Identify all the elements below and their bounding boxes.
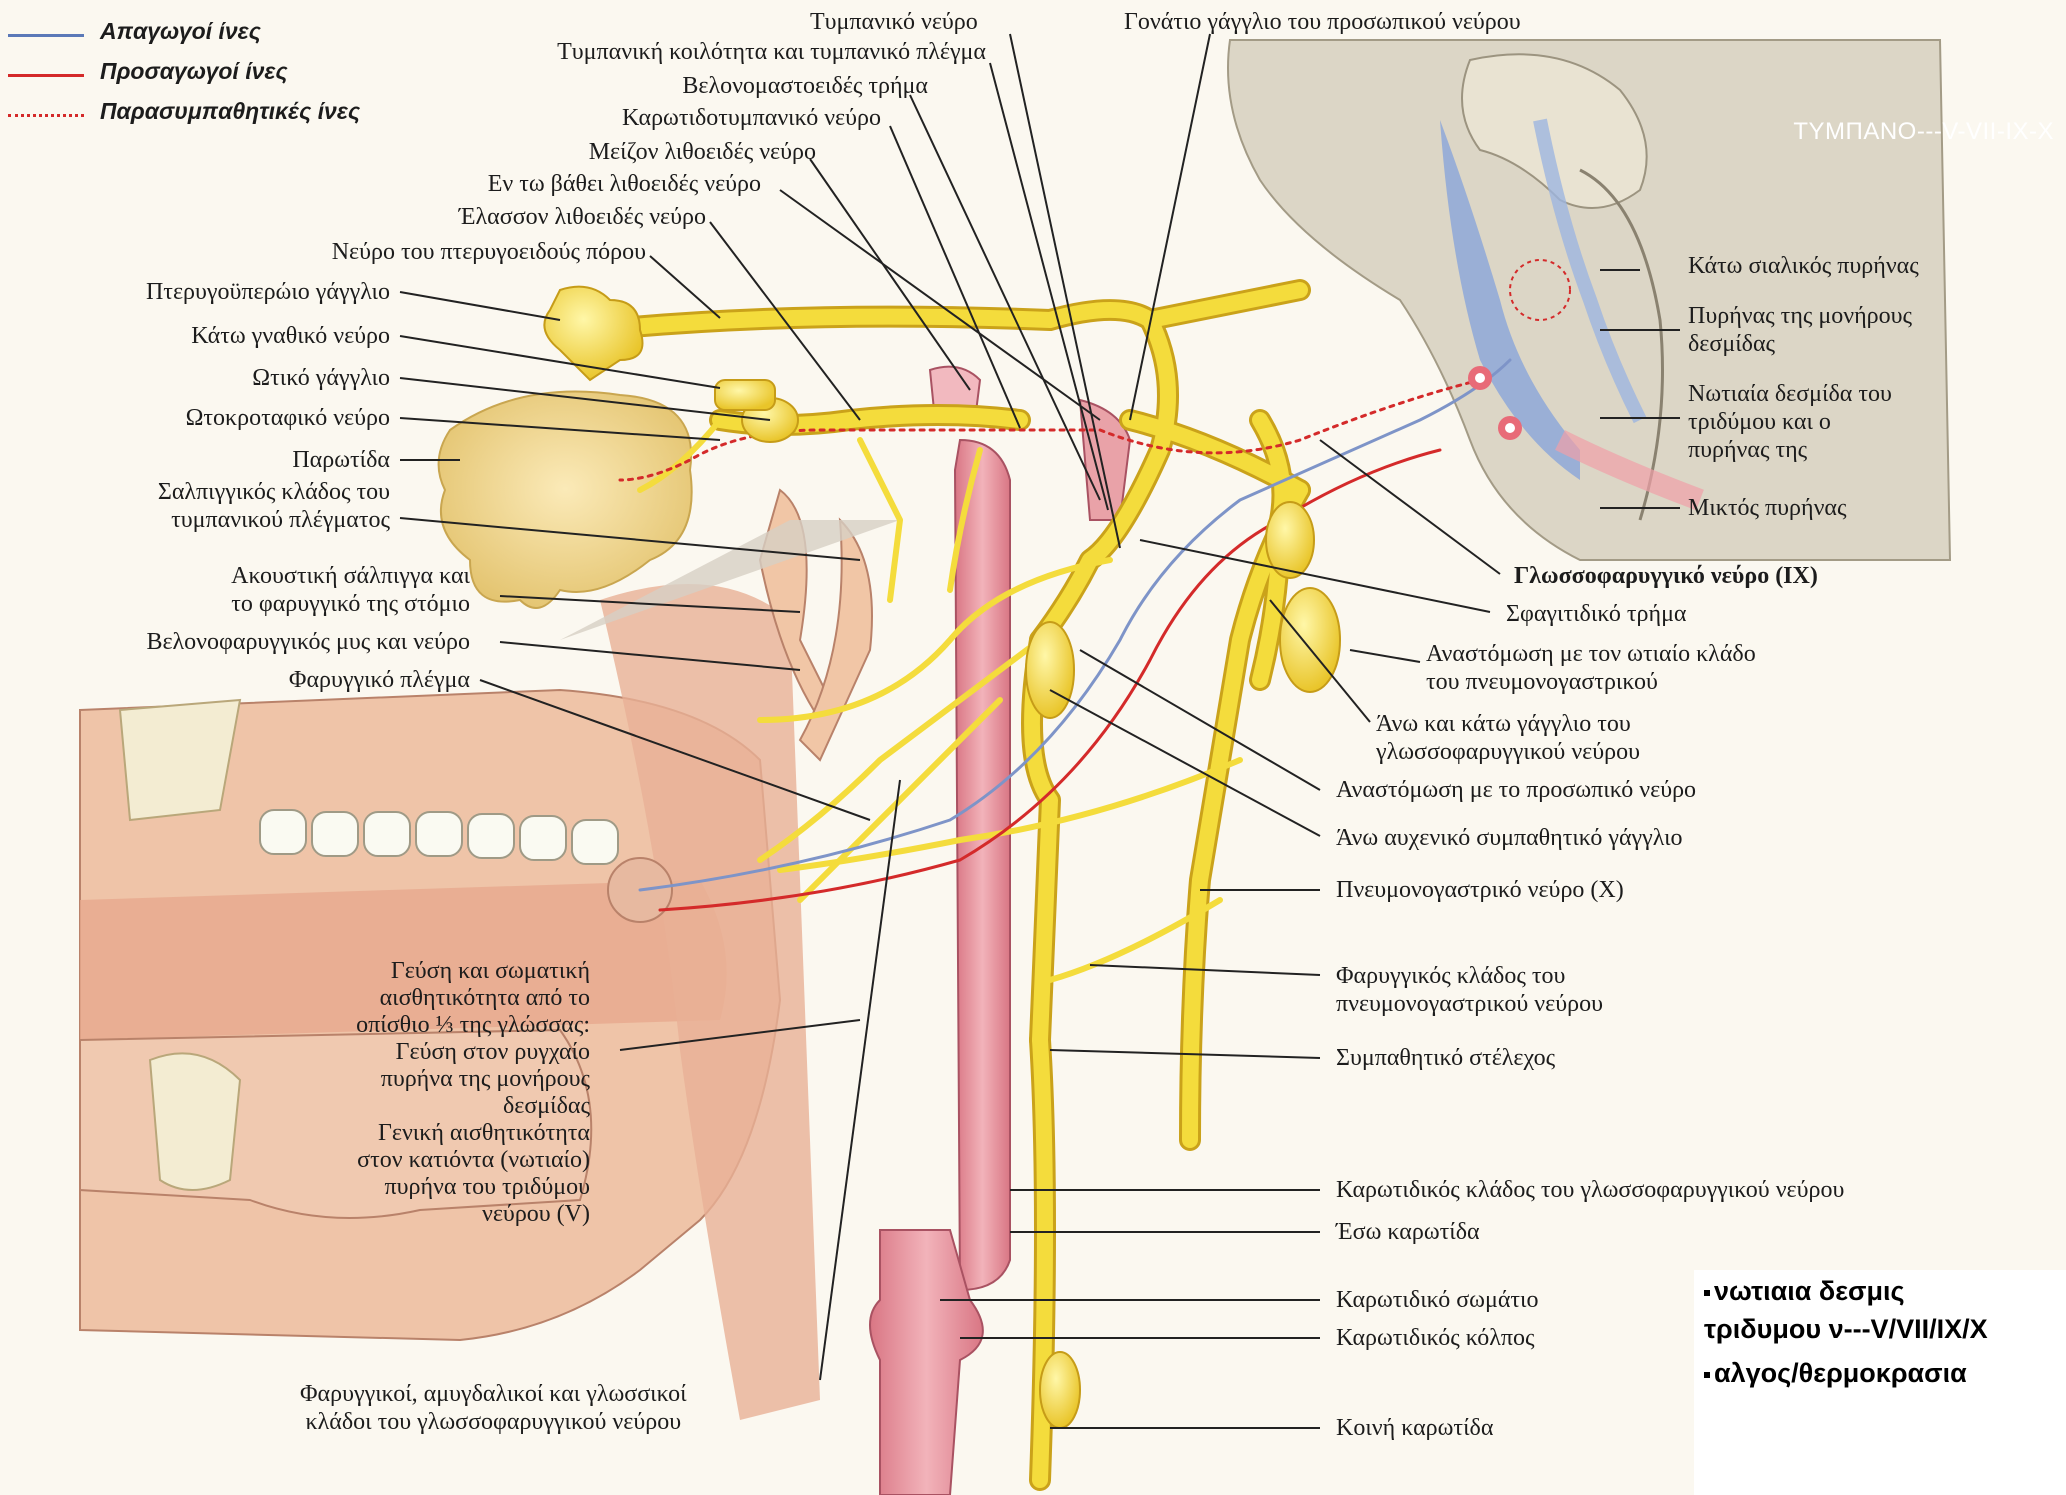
label-geniculate-ganglion: Γονάτιο γάγγλιο του προσωπικού νεύρου: [1124, 8, 1521, 36]
label-auditory-tube: Ακουστική σάλπιγγα και το φαρυγγικό της …: [231, 562, 470, 618]
label-vagus-pharyngeal-branch: Φαρυγγικός κλάδος του πνευμονογαστρικού …: [1336, 962, 1603, 1018]
legend-label: Προσαγωγοί ίνες: [100, 58, 288, 85]
label-caroticotympanic-nerve: Καρωτιδοτυμπανικό νεύρο: [622, 104, 881, 132]
notes-box: νωτιαια δεσμις τριδυμου ν---V/VII/IX/X α…: [1694, 1270, 2066, 1495]
note-text: τριδυμου ν---V/VII/IX/X: [1704, 1314, 1988, 1344]
label-carotid-body: Καρωτιδικό σωμάτιο: [1336, 1286, 1539, 1314]
label-vagus-nerve: Πνευμονογαστρικό νεύρο (X): [1336, 876, 1624, 904]
label-parotid: Παρωτίδα: [292, 446, 390, 474]
note-item: αλγος/θερμοκρασια: [1694, 1356, 2066, 1390]
label-tympanic-nerve: Τυμπανικό νεύρο: [810, 8, 978, 36]
label-mandibular-nerve: Κάτω γναθικό νεύρο: [191, 322, 390, 350]
bullet-icon: [1704, 1372, 1710, 1378]
label-pterygoid-canal-nerve: Νεύρο του πτερυγοειδούς πόρου: [332, 238, 646, 266]
label-tympanic-cavity: Τυμπανική κοιλότητα και τυμπανικό πλέγμα: [557, 38, 986, 66]
legend-item-afferent: Προσαγωγοί ίνες: [8, 56, 468, 96]
label-lesser-petrosal: Έλασσον λιθοειδές νεύρο: [459, 203, 706, 231]
label-superior-inferior-ganglia: Άνω και κάτω γάγγλιο του γλωσσοφαρυγγικο…: [1376, 710, 1640, 766]
bullet-icon: [1704, 1290, 1710, 1296]
label-pharyngeal-branches: Φαρυγγικοί, αμυγδαλικοί και γλωσσικοί κλ…: [300, 1380, 687, 1436]
label-tubal-branch: Σαλπιγγικός κλάδος του τυμπανικού πλέγμα…: [158, 478, 390, 534]
label-solitary-nucleus: Πυρήνας της μονήρους δεσμίδας: [1688, 302, 1912, 358]
label-pharyngeal-plexus: Φαρυγγικό πλέγμα: [289, 666, 470, 694]
label-stylopharyngeus: Βελονοφαρυγγικός μυς και νεύρο: [146, 628, 470, 656]
overlay-title: ΤΥΜΠΑΝΟ---V-VII-IX-X: [1793, 118, 2054, 146]
label-deep-petrosal: Εν τω βάθει λιθοειδές νεύρο: [488, 170, 761, 198]
efferent-swatch: [8, 34, 84, 37]
legend-item-efferent: Απαγωγοί ίνες: [8, 16, 468, 56]
label-carotid-branch: Καρωτιδικός κλάδος του γλωσσοφαρυγγικού …: [1336, 1176, 1844, 1204]
parasympathetic-swatch: [8, 114, 84, 117]
label-sympathetic-trunk: Συμπαθητικό στέλεχος: [1336, 1044, 1555, 1072]
label-greater-petrosal: Μείζον λιθοειδές νεύρο: [589, 138, 816, 166]
label-carotid-sinus: Καρωτιδικός κόλπος: [1336, 1324, 1535, 1352]
label-otic-ganglion: Ωτικό γάγγλιο: [252, 364, 390, 392]
label-common-carotid: Κοινή καρωτίδα: [1336, 1414, 1493, 1442]
label-glossopharyngeal: Γλωσσοφαρυγγικό νεύρο (IX): [1514, 562, 1818, 590]
legend-item-parasympathetic: Παρασυμπαθητικές ίνες: [8, 96, 468, 136]
legend-label: Απαγωγοί ίνες: [100, 18, 261, 45]
label-inferior-salivatory: Κάτω σιαλικός πυρήνας: [1688, 252, 1919, 280]
label-nucleus-ambiguus: Μικτός πυρήνας: [1688, 494, 1847, 522]
carotid-arteries: [870, 367, 1130, 1495]
legend: Απαγωγοί ίνες Προσαγωγοί ίνες Παρασυμπαθ…: [8, 16, 468, 136]
note-text: αλγος/θερμοκρασια: [1714, 1358, 1967, 1388]
label-auriculotemporal-nerve: Ωτοκροταφικό νεύρο: [186, 404, 390, 432]
label-pterygopalatine-ganglion: Πτερυγοϋπερώιο γάγγλιο: [146, 278, 390, 306]
afferent-swatch: [8, 74, 84, 77]
label-superior-cervical-ganglion: Άνω αυχενικό συμπαθητικό γάγγλιο: [1336, 824, 1683, 852]
note-item: νωτιαια δεσμις: [1694, 1274, 2066, 1308]
label-spinal-trigeminal: Νωτιαία δεσμίδα του τριδύμου και ο πυρήν…: [1688, 380, 1892, 464]
label-internal-carotid: Έσω καρωτίδα: [1336, 1218, 1480, 1246]
label-stylomastoid-foramen: Βελονομαστοειδές τρήμα: [682, 72, 928, 100]
note-text: νωτιαια δεσμις: [1714, 1276, 1905, 1306]
label-taste-sensation: Γεύση και σωματική αισθητικότητα από το …: [356, 958, 590, 1228]
legend-label: Παρασυμπαθητικές ίνες: [100, 98, 360, 125]
label-jugular-foramen: Σφαγιτιδικό τρήμα: [1506, 600, 1687, 628]
note-item: τριδυμου ν---V/VII/IX/X: [1694, 1312, 2066, 1346]
label-anastomosis-facial: Αναστόμωση με το προσωπικό νεύρο: [1336, 776, 1696, 804]
label-anastomosis-vagus: Αναστόμωση με τον ωτιαίο κλάδο του πνευμ…: [1426, 640, 1756, 696]
